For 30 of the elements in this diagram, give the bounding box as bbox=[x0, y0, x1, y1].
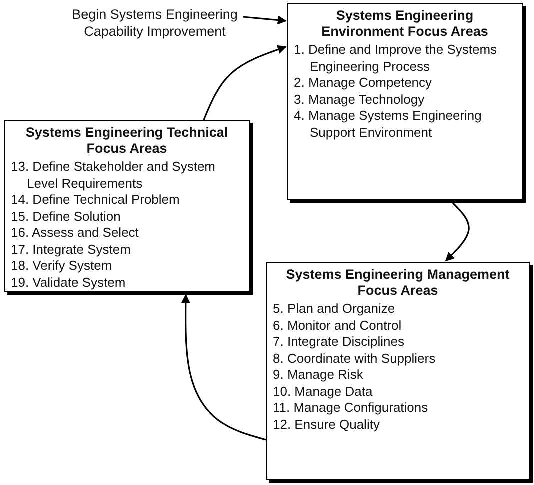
list-item: 5. Plan and Organize bbox=[273, 301, 396, 318]
box-heading: Systems Engineering Management Focus Areas bbox=[285, 267, 511, 299]
list-item: 11. Manage Configurations bbox=[273, 400, 430, 416]
list-item: 7. Integrate Disciplines bbox=[273, 334, 406, 350]
arrow bbox=[242, 16, 287, 25]
list-item: 13. Define Stakeholder and System Level Requirements bbox=[11, 159, 217, 192]
list-item: 19. Validate System bbox=[11, 274, 127, 291]
arrow bbox=[181, 294, 266, 441]
list-item: 15. Define Solution bbox=[11, 208, 122, 225]
list-item: 10. Manage Data bbox=[273, 384, 374, 400]
list-item: 8. Coordinate with Suppliers bbox=[273, 350, 437, 367]
start-label: Begin Systems Engineering Capability Improvement bbox=[71, 6, 239, 40]
list-item: 18. Verify System bbox=[11, 258, 114, 274]
list-item: 17. Integrate System bbox=[11, 242, 132, 258]
list-item: 1. Define and Improve the Systems Engineering Process bbox=[294, 42, 498, 75]
list-item: 2. Manage Competency bbox=[294, 75, 434, 92]
list-item: 9. Manage Risk bbox=[273, 367, 364, 384]
box-heading: Systems Engineering Environment Focus Areas bbox=[320, 8, 490, 40]
list-item: 4. Manage Systems Engineering Support Environment bbox=[294, 108, 483, 141]
arrow bbox=[203, 45, 287, 120]
focus-area-box bbox=[287, 3, 523, 200]
list-item: 12. Ensure Quality bbox=[273, 416, 381, 433]
focus-area-box bbox=[266, 262, 530, 480]
arrow bbox=[445, 202, 470, 262]
focus-area-box bbox=[4, 120, 250, 292]
box-heading: Systems Engineering Technical Focus Areas bbox=[24, 125, 230, 157]
list-item: 3. Manage Technology bbox=[294, 92, 426, 108]
list-item: 16. Assess and Select bbox=[11, 225, 140, 242]
list-item: 6. Monitor and Control bbox=[273, 318, 403, 334]
list-item: 14. Define Technical Problem bbox=[11, 192, 181, 208]
